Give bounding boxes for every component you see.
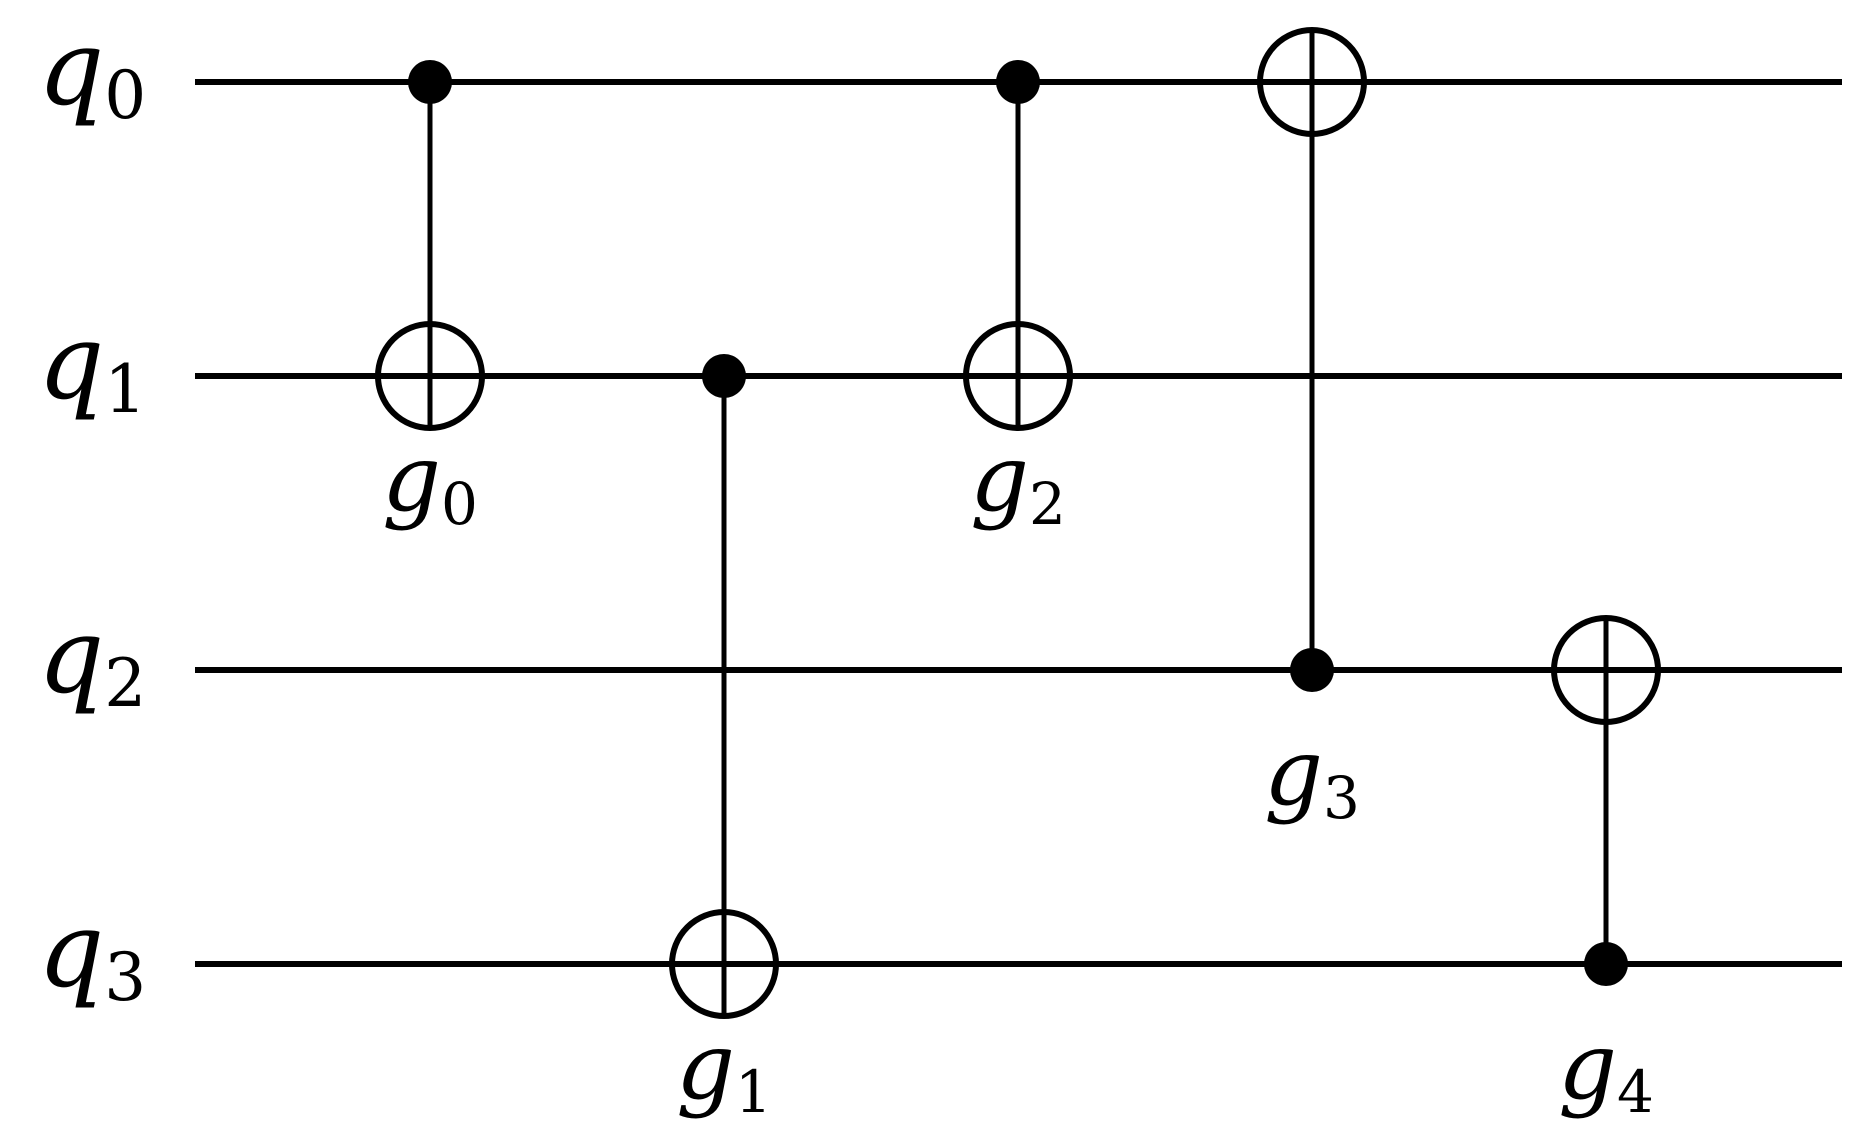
gate-g2-control-dot [996, 60, 1040, 104]
qubit-label-q1-index: 1 [104, 351, 146, 428]
gate-g0-target [375, 321, 485, 431]
gate-label-g0-index: 0 [441, 470, 478, 538]
gate-label-g0-symbol: g [382, 425, 441, 532]
qubit-label-q2: q2 [38, 595, 147, 722]
gate-label-g2-index: 2 [1029, 470, 1066, 538]
gate-label-g4-index: 4 [1617, 1058, 1654, 1126]
gate-g1: g1 [669, 354, 779, 1126]
qubit-label-q3: q3 [38, 889, 147, 1016]
gate-label-g3-index: 3 [1323, 764, 1360, 832]
gate-g0-control-dot [408, 60, 452, 104]
qubit-label-q3-index: 3 [104, 939, 146, 1016]
gate-g1-control-dot [702, 354, 746, 398]
qubit-label-q1-symbol: q [38, 301, 105, 423]
gate-label-g1-index: 1 [735, 1058, 772, 1126]
qubit-label-q2-symbol: q [38, 595, 105, 717]
gate-g3-target [1257, 27, 1367, 137]
gate-label-g3: g3 [1264, 719, 1360, 832]
gate-g4-control-dot [1584, 942, 1628, 986]
gate-g4-target [1551, 615, 1661, 725]
qubit-label-q0: q0 [38, 7, 147, 134]
gate-label-g0: g0 [382, 425, 478, 538]
gate-label-g1: g1 [676, 1013, 772, 1126]
qubit-label-q2-index: 2 [104, 645, 146, 722]
gate-g2: g2 [963, 60, 1073, 538]
gate-g3-control-dot [1290, 648, 1334, 692]
qubit-label-q0-index: 0 [104, 57, 146, 134]
qubit-label-q0-symbol: q [38, 7, 105, 129]
gate-label-g4: g4 [1558, 1013, 1654, 1126]
gate-label-g2: g2 [970, 425, 1066, 538]
gate-label-g3-symbol: g [1264, 719, 1323, 826]
gate-g3: g3 [1257, 27, 1367, 832]
gate-label-g4-symbol: g [1558, 1013, 1617, 1120]
qubit-label-q1: q1 [38, 301, 147, 428]
gate-g4: g4 [1551, 615, 1661, 1126]
qubit-label-q3-symbol: q [38, 889, 105, 1011]
gate-g0: g0 [375, 60, 485, 538]
gate-label-g1-symbol: g [676, 1013, 735, 1120]
gate-g1-target [669, 909, 779, 1019]
gate-g2-target [963, 321, 1073, 431]
gate-label-g2-symbol: g [970, 425, 1029, 532]
